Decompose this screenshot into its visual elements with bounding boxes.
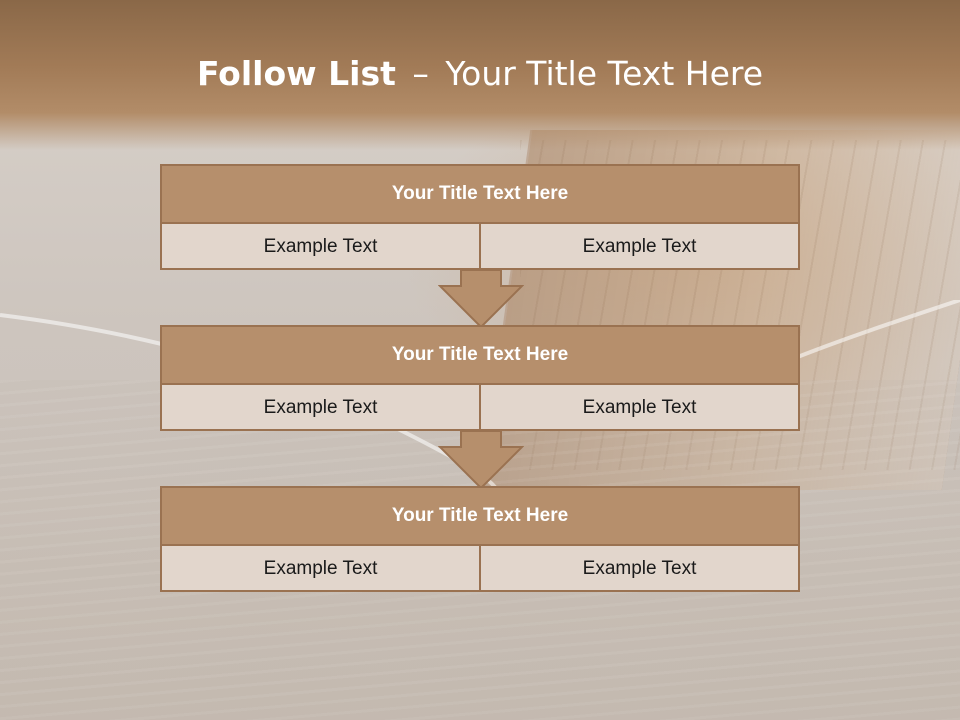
down-arrow-icon: [438, 270, 524, 328]
step-heading: Your Title Text Here: [162, 166, 798, 224]
slide-title-separator: –: [412, 54, 429, 93]
step-block-3: Your Title Text Here Example Text Exampl…: [160, 486, 800, 592]
step-heading: Your Title Text Here: [162, 488, 798, 546]
step-row: Example Text Example Text: [162, 546, 798, 592]
step-cell-left: Example Text: [263, 558, 378, 579]
slide-title-bold: Follow List: [196, 54, 396, 93]
step-cell-right: Example Text: [479, 385, 798, 431]
step-cell-right: Example Text: [479, 546, 798, 592]
step-block-2: Your Title Text Here Example Text Exampl…: [160, 325, 800, 431]
step-row: Example Text Example Text: [162, 224, 798, 270]
slide-title-rest: Your Title Text Here: [445, 54, 764, 93]
step-cell-left: Example Text: [263, 236, 378, 257]
slide-title: Follow List – Your Title Text Here: [0, 54, 960, 93]
step-cell-right: Example Text: [479, 224, 798, 270]
down-arrow-icon: [438, 431, 524, 489]
step-heading: Your Title Text Here: [162, 327, 798, 385]
title-band: [0, 0, 960, 150]
step-row: Example Text Example Text: [162, 385, 798, 431]
step-cell-left: Example Text: [263, 397, 378, 418]
step-block-1: Your Title Text Here Example Text Exampl…: [160, 164, 800, 270]
